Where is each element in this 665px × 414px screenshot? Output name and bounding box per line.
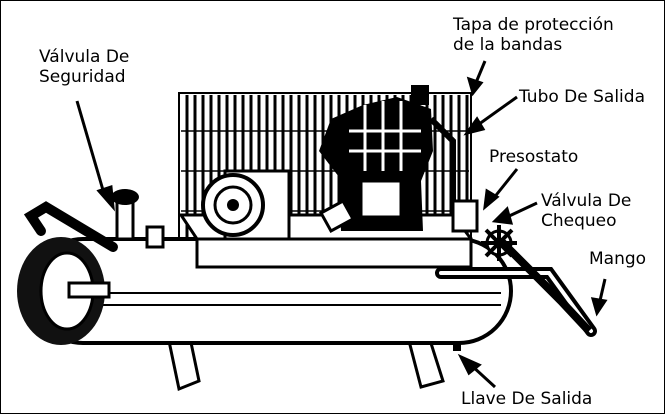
label-belt-guard: Tapa de protección de la bandas <box>453 15 614 55</box>
label-outlet-tube: Tubo De Salida <box>519 87 645 107</box>
drain-valve-part <box>453 341 461 351</box>
label-drain-valve: Llave De Salida <box>461 389 592 409</box>
pressure-switch <box>453 201 477 231</box>
electric-motor <box>203 171 289 239</box>
label-pressure-switch: Presostato <box>489 147 578 167</box>
label-safety-valve: Válvula De Seguridad <box>39 47 129 87</box>
label-check-valve: Válvula De Chequeo <box>541 191 631 231</box>
label-handle: Mango <box>589 249 646 269</box>
